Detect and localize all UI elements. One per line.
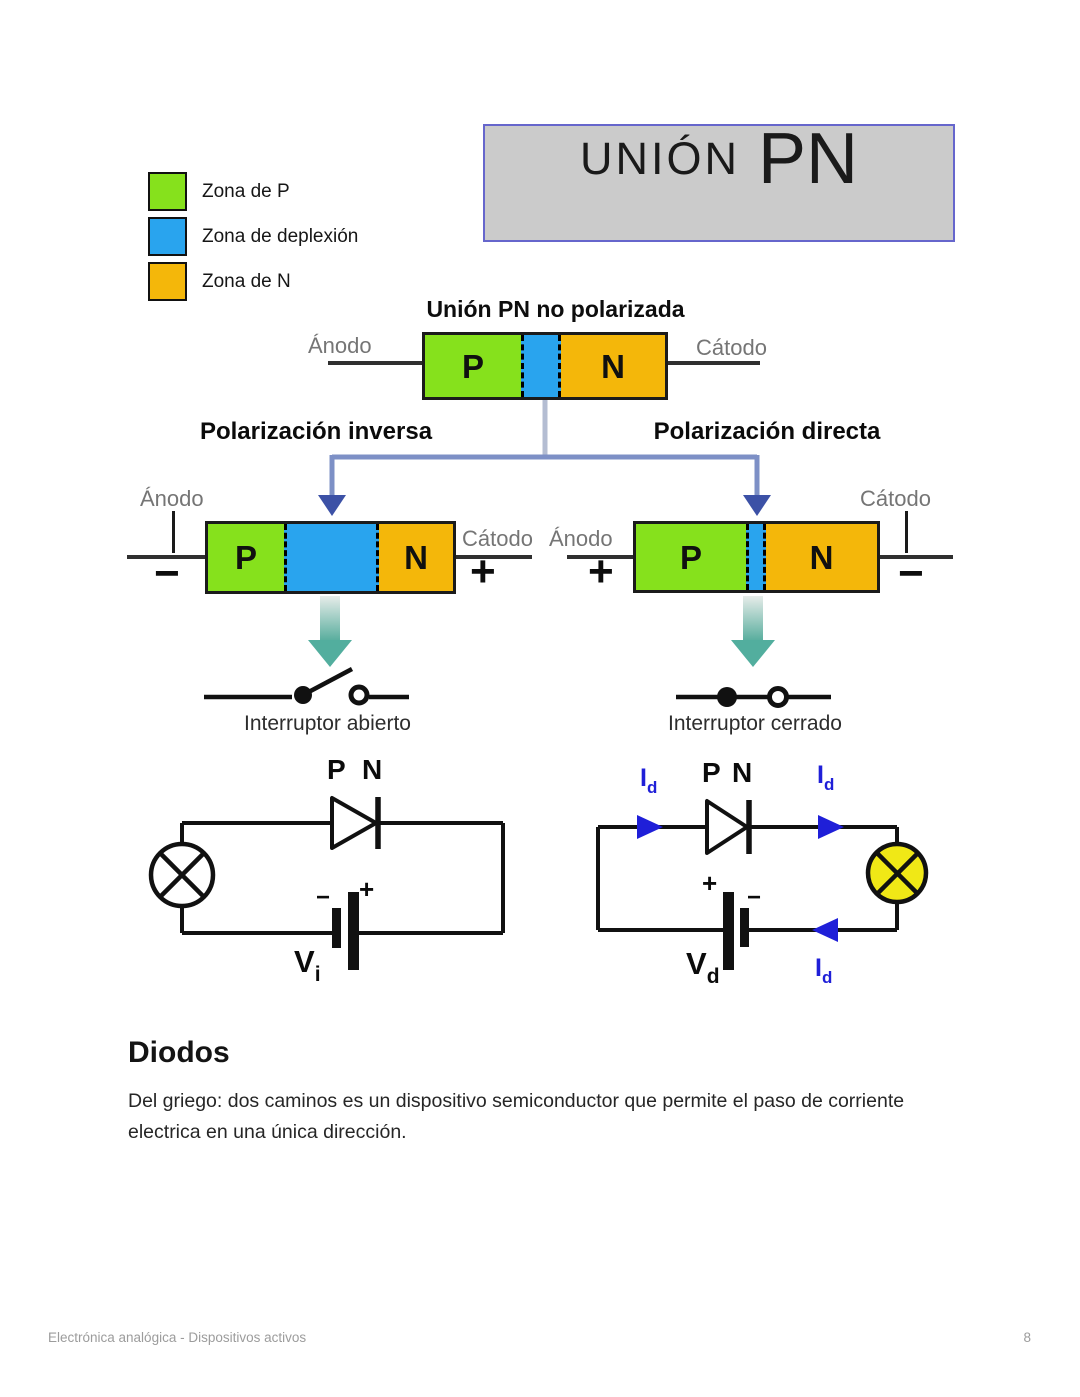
section-body-text: Del griego: dos caminos es un dispositiv… xyxy=(128,1090,905,1144)
n-region: N xyxy=(379,524,453,591)
anode-label: Ánodo xyxy=(308,333,372,358)
reverse-bias-circuit xyxy=(148,796,505,970)
anode-lead xyxy=(127,555,205,559)
battery-negative-plate xyxy=(332,908,341,948)
battery-positive-plate xyxy=(348,892,359,970)
n-region-label: N xyxy=(404,539,428,576)
reverse-bias-heading: Polarización inversa xyxy=(199,418,433,445)
battery-minus-sign: − xyxy=(316,884,331,911)
p-region: P xyxy=(425,335,521,397)
zone-depletion-swatch xyxy=(148,217,187,256)
junction-reverse-bias: P N xyxy=(205,521,456,594)
open-switch-icon xyxy=(204,667,409,706)
legend-item-zone-p: Zona de P xyxy=(148,172,358,211)
open-switch-label: Interruptor abierto xyxy=(244,712,411,735)
diode-n-label: N xyxy=(362,754,383,785)
p-region-label: P xyxy=(461,347,484,385)
current-arrow-icon xyxy=(818,815,844,839)
cathode-label: Cátodo xyxy=(696,335,767,360)
forward-bias-circuit xyxy=(596,799,929,970)
current-arrow-icon xyxy=(812,918,838,942)
battery-plus-sign: + xyxy=(702,868,718,898)
battery-minus-sign: − xyxy=(747,884,762,911)
p-region-label: P xyxy=(679,538,702,576)
footer-document-title: Electrónica analógica - Dispositivos act… xyxy=(48,1330,307,1345)
anode-lead xyxy=(567,555,633,559)
closed-switch-icon xyxy=(676,686,831,708)
battery-negative-plate xyxy=(740,908,749,947)
forward-voltage-label: Vd xyxy=(686,946,720,988)
section-heading: Diodos xyxy=(128,1036,230,1069)
battery-plus-sign: + xyxy=(359,874,375,904)
depletion-region-narrow xyxy=(746,524,766,590)
down-arrowhead-icon xyxy=(743,495,771,516)
footer-page-number: 8 xyxy=(1023,1330,1031,1345)
cathode-lead xyxy=(666,361,760,365)
reverse-voltage-label: Vi xyxy=(294,944,321,986)
p-region: P xyxy=(208,524,284,591)
anode-tick xyxy=(172,511,175,553)
positive-terminal-sign: + xyxy=(470,547,496,596)
depletion-flow-arrow-icon xyxy=(731,596,775,667)
closed-switch-label: Interruptor cerrado xyxy=(668,712,842,735)
current-arrow-icon xyxy=(637,815,663,839)
junction-unbiased: P N xyxy=(422,332,668,400)
legend-label: Zona de N xyxy=(202,270,291,292)
cathode-lead xyxy=(880,555,953,559)
diode-icon xyxy=(330,796,378,850)
cathode-label: Cátodo xyxy=(462,526,533,551)
legend-item-zone-depletion: Zona de deplexión xyxy=(148,217,358,256)
current-label: Id xyxy=(815,954,833,987)
p-region: P xyxy=(636,524,746,590)
anode-label: Ánodo xyxy=(549,526,613,551)
banner-title-word: UNIÓN xyxy=(579,133,740,184)
zone-n-swatch xyxy=(148,262,187,301)
battery-positive-plate xyxy=(723,892,734,970)
circuit-wires xyxy=(180,821,505,935)
legend-label: Zona de deplexión xyxy=(202,225,359,247)
diode-p-label: P xyxy=(702,757,721,788)
depletion-region xyxy=(521,335,561,397)
diode-p-label: P xyxy=(327,754,346,785)
title-banner: UNIÓN PN xyxy=(483,119,955,242)
p-region-label: P xyxy=(234,539,257,576)
legend-item-zone-n: Zona de N xyxy=(148,262,358,301)
down-arrowhead-icon xyxy=(318,495,346,516)
legend-label: Zona de P xyxy=(202,180,290,202)
cathode-tick xyxy=(905,511,908,553)
depletion-flow-arrow-icon xyxy=(308,596,352,667)
forward-bias-heading: Polarización directa xyxy=(653,418,881,445)
anode-lead xyxy=(328,361,424,365)
figure-subtitle: Unión PN no polarizada xyxy=(426,296,685,322)
cathode-lead xyxy=(456,555,532,559)
depletion-region-wide xyxy=(284,524,379,591)
n-region: N xyxy=(561,335,665,397)
cathode-label: Cátodo xyxy=(860,486,931,511)
n-region: N xyxy=(766,524,877,590)
n-region-label: N xyxy=(809,538,834,576)
current-label: Id xyxy=(817,761,835,794)
banner-title-emphasis: PN xyxy=(757,119,859,199)
zone-p-swatch xyxy=(148,172,187,211)
current-label: Id xyxy=(640,764,658,797)
negative-terminal-sign: − xyxy=(154,549,180,598)
diode-icon xyxy=(705,799,749,855)
negative-terminal-sign: − xyxy=(898,549,924,598)
anode-label: Ánodo xyxy=(140,486,204,511)
branch-arrows xyxy=(318,400,771,516)
positive-terminal-sign: + xyxy=(588,547,614,596)
n-region-label: N xyxy=(601,347,625,385)
diode-n-label: N xyxy=(732,757,753,788)
legend: Zona de P Zona de deplexión Zona de N xyxy=(148,172,358,307)
junction-forward-bias: P N xyxy=(633,521,880,593)
